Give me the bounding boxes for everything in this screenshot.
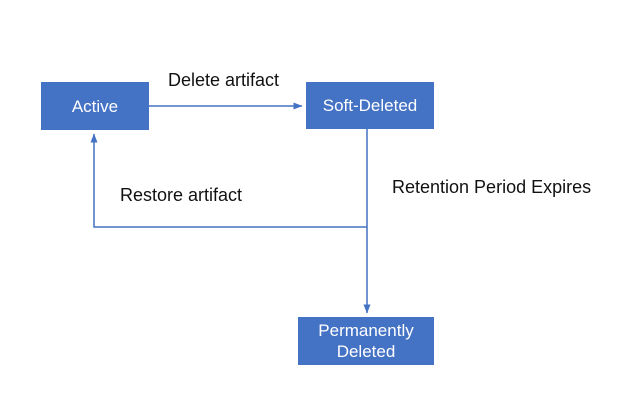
state-node-active-label: Active	[71, 96, 119, 116]
state-node-soft-deleted-label: Soft-Deleted	[322, 96, 418, 115]
edge-label-retention-period-expires: Retention Period Expires	[392, 177, 592, 197]
edge-label-delete-artifact: Delete artifact	[168, 70, 280, 90]
state-node-soft-deleted[interactable]: Soft-Deleted	[306, 82, 434, 129]
edge-label-restore-artifact: Restore artifact	[120, 185, 243, 205]
state-node-active[interactable]: Active	[41, 82, 149, 130]
state-node-permanently-deleted[interactable]: Permanently Deleted	[298, 317, 434, 365]
state-node-permanently-deleted-label: Permanently Deleted	[318, 321, 414, 361]
edge-restore-artifact-arrow	[90, 133, 367, 228]
